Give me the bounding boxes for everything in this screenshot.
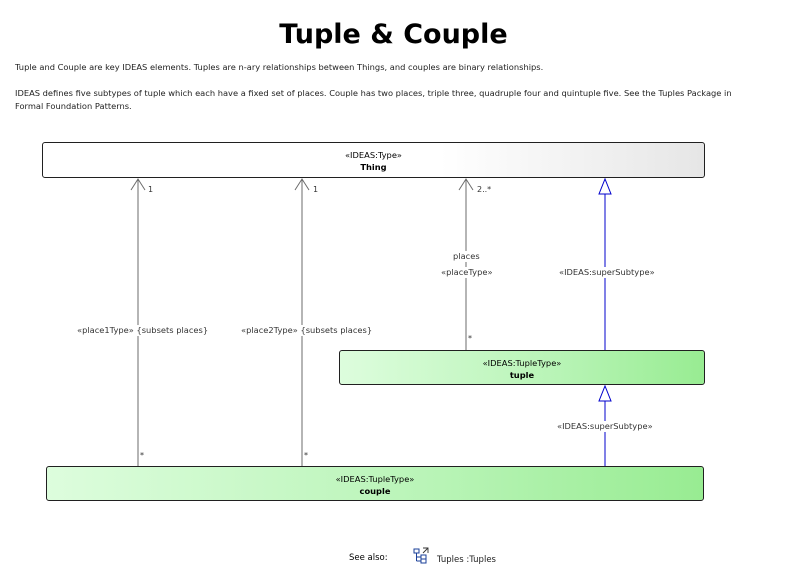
class-couple-name: couple [359,486,391,496]
class-thing-name: Thing [360,162,387,172]
class-couple[interactable]: «IDEAS:TupleType» couple [46,466,704,501]
description-paragraph-1: Tuple and Couple are key IDEAS elements.… [15,62,544,72]
see-also-label: See also: [349,553,388,563]
generalization-couple-tuple-arrowhead [598,384,612,402]
place2-connector-label: «place2Type» {subsets places} [241,325,373,336]
description-paragraph-2: IDEAS defines five subtypes of tuple whi… [15,88,732,111]
page-title: Tuple & Couple [279,19,508,50]
class-tuple-stereotype: «IDEAS:TupleType» [482,358,562,368]
class-thing[interactable]: «IDEAS:Type» Thing [42,142,705,178]
place1-source-multiplicity: * [140,451,144,460]
class-tuple[interactable]: «IDEAS:TupleType» tuple [339,350,705,385]
supersubtype-couple-tuple-label: «IDEAS:superSubtype» [557,421,653,432]
see-also-link-tuples[interactable]: Tuples :Tuples [437,555,496,565]
place2-target-multiplicity: 1 [313,185,319,194]
place2-open-arrowhead [294,178,310,191]
places-connector-label: «placeType» [441,267,493,278]
place1-open-arrowhead [130,178,146,191]
place1-connector-label: «place1Type» {subsets places} [77,325,209,336]
places-open-arrowhead [458,178,474,191]
place2-source-multiplicity: * [304,451,308,460]
class-thing-stereotype: «IDEAS:Type» [344,150,403,160]
places-role-label: places [453,251,480,262]
class-tuple-name: tuple [509,370,535,380]
supersubtype-tuple-thing-label: «IDEAS:superSubtype» [559,267,655,278]
places-source-multiplicity: * [468,334,472,343]
place1-target-multiplicity: 1 [148,185,154,194]
package-diagram-icon[interactable] [412,547,430,565]
generalization-tuple-thing-arrowhead [598,177,612,195]
class-couple-stereotype: «IDEAS:TupleType» [335,474,415,484]
places-target-multiplicity: 2..* [477,185,492,194]
